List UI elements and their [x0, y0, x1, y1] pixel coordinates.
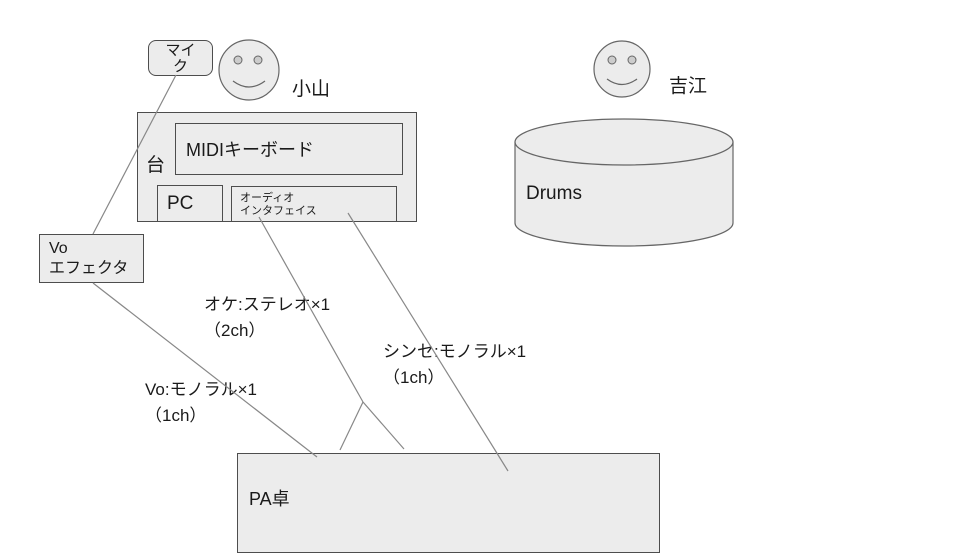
person-koyama-label: 小山 — [292, 79, 331, 100]
cable-oke-branch-left — [339, 401, 364, 451]
face-circle — [593, 40, 651, 98]
vo-effector-node: Vo エフェクタ — [39, 234, 144, 283]
koyama-smiley-icon — [218, 39, 280, 101]
smile-arc — [232, 80, 266, 88]
pa-console-label: PA卓 — [249, 489, 290, 509]
cylinder-top — [514, 118, 734, 166]
cable-oke-branch-right — [362, 401, 405, 450]
pa-console-node: PA卓 — [237, 453, 660, 553]
diagram-canvas: 台 MIDIキーボード PC オーディオ インタフェイス マイク Vo エフェク… — [39, 39, 734, 553]
pc-label: PC — [167, 192, 194, 214]
yoshie-smiley-icon — [593, 40, 651, 98]
person-yoshie-label: 吉江 — [669, 76, 708, 97]
midi-keyboard-label: MIDIキーボード — [186, 140, 314, 160]
eye-right — [627, 55, 637, 65]
eye-right — [253, 55, 263, 65]
audio-interface-node: オーディオ インタフェイス — [231, 186, 397, 222]
smile-arc — [606, 78, 638, 86]
cable-label-synth: シンセ:モノラル×1 （1ch） — [383, 342, 527, 387]
mic-node: マイク — [148, 40, 213, 76]
midi-keyboard-node: MIDIキーボード — [175, 123, 403, 175]
cable-label-oke: オケ:ステレオ×1 （2ch） — [204, 295, 331, 340]
face-circle — [218, 39, 280, 101]
drums-label: Drums — [526, 183, 582, 204]
eye-left — [233, 55, 243, 65]
eye-left — [607, 55, 617, 65]
pc-node: PC — [157, 185, 223, 222]
cable-label-vo: Vo:モノラル×1 （1ch） — [145, 380, 257, 425]
table-label: 台 — [146, 155, 166, 176]
